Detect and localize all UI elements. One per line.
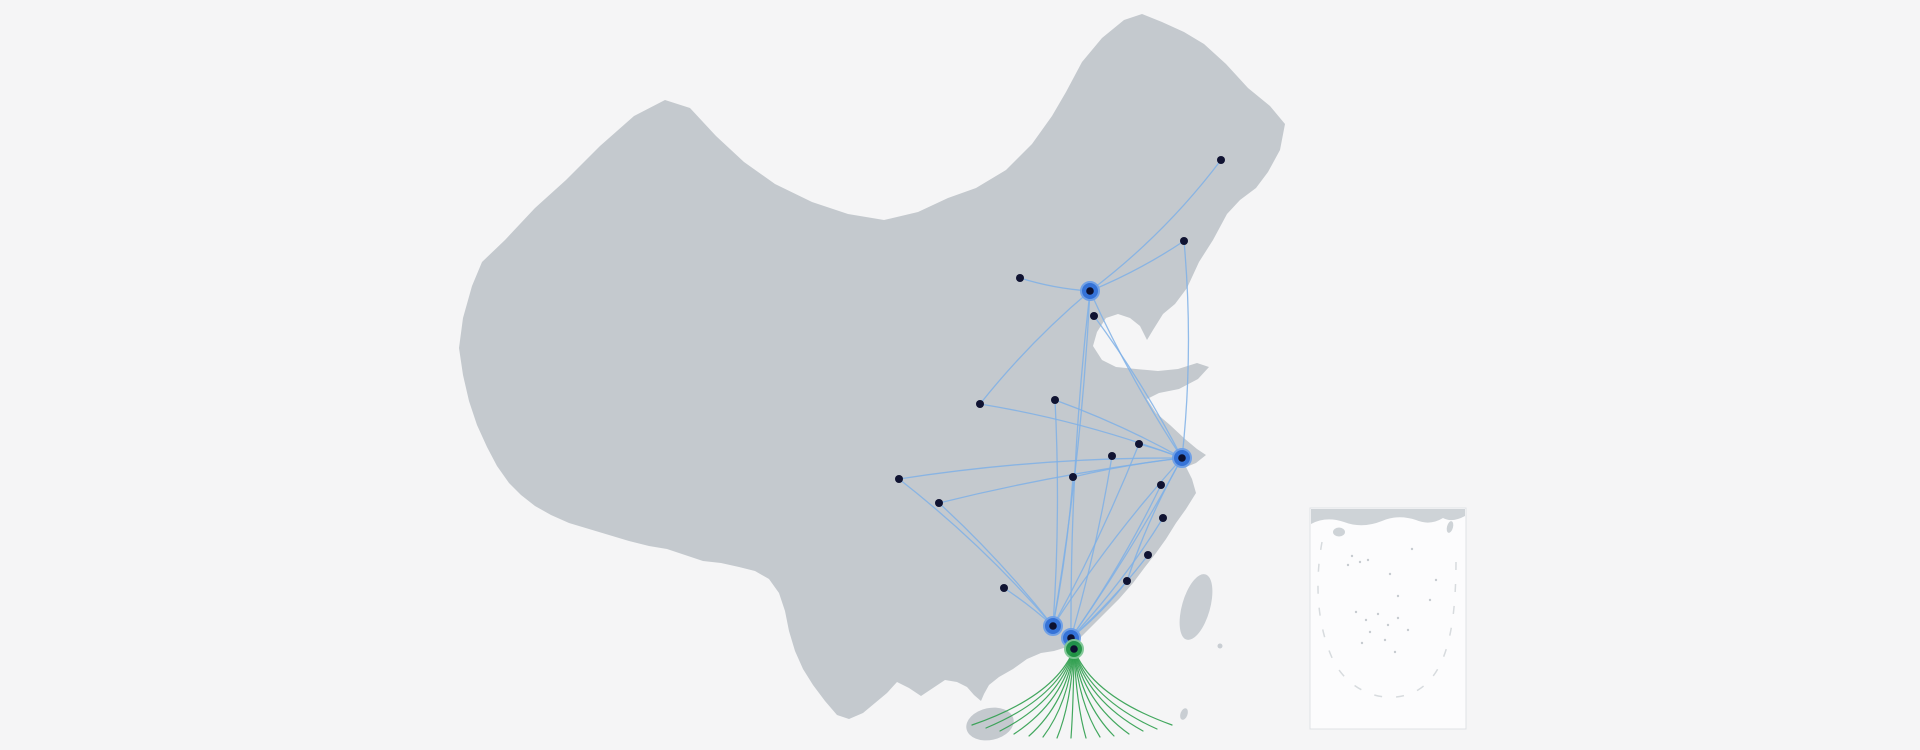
hub-core-guangzhou: [1049, 622, 1057, 630]
green-route-14: [1073, 648, 1158, 730]
inset-island-dots: [1346, 547, 1438, 654]
islet: [1180, 708, 1188, 720]
south-china-sea-inset: [1309, 507, 1467, 730]
route-guangzhou-chongqing: [938, 502, 1054, 627]
inset-island-dot: [1406, 628, 1410, 632]
inset-island-dot: [1383, 638, 1387, 642]
inset-island-dot: [1350, 554, 1354, 558]
city-dot-wuhan[interactable]: [1069, 473, 1077, 481]
green-route-12: [1073, 648, 1130, 735]
green-route-5: [1028, 648, 1075, 737]
green-route-15: [1073, 648, 1173, 726]
route-shenzhen-hefei: [1070, 455, 1113, 639]
hainan-island: [966, 707, 1014, 741]
city-dot-hangzhou[interactable]: [1157, 481, 1165, 489]
inset-island-dot: [1396, 616, 1400, 620]
inset-island-dot: [1386, 623, 1390, 627]
green-route-13: [1073, 648, 1144, 732]
city-dot-chongqing[interactable]: [935, 499, 943, 507]
route-beijing-shanghai: [1089, 290, 1183, 459]
city-dot-xiamen[interactable]: [1123, 577, 1131, 585]
route-shanghai-zhengzhou: [1054, 399, 1183, 459]
hub-core-hongkong: [1070, 645, 1078, 653]
route-shenzhen-hangzhou: [1070, 484, 1162, 639]
hub-beijing[interactable]: [1080, 281, 1100, 301]
green-fan-lines: [971, 648, 1173, 739]
route-shenzhen-wenzhou: [1070, 517, 1164, 639]
green-route-8: [1070, 648, 1075, 739]
green-route-11: [1073, 648, 1115, 737]
city-dot-harbin[interactable]: [1217, 156, 1225, 164]
green-route-10: [1073, 648, 1101, 738]
route-shanghai-shenyang: [1181, 240, 1190, 459]
city-dot-fuzhou[interactable]: [1144, 551, 1152, 559]
route-beijing-harbin: [1089, 159, 1222, 292]
city-dots-layer: [895, 156, 1225, 592]
hub-core-beijing: [1086, 287, 1094, 295]
islet: [1217, 643, 1223, 649]
inset-island-dot: [1364, 618, 1368, 622]
city-dot-hefei[interactable]: [1108, 452, 1116, 460]
inset-taiwan: [1446, 521, 1454, 533]
green-route-9: [1073, 648, 1087, 739]
route-beijing-shenyang: [1089, 240, 1185, 292]
route-guangzhou-zhengzhou: [1052, 399, 1059, 627]
green-route-1: [971, 648, 1075, 726]
inset-island-dot: [1393, 650, 1397, 654]
city-dot-tianjin[interactable]: [1090, 312, 1098, 320]
city-dot-baotou[interactable]: [1016, 274, 1024, 282]
inset-hainan: [1333, 527, 1345, 537]
city-dot-wenzhou[interactable]: [1159, 514, 1167, 522]
city-dot-zhengzhou[interactable]: [1051, 396, 1059, 404]
inset-island-dot: [1396, 594, 1400, 598]
route-guangzhou-nanjing: [1052, 443, 1140, 627]
route-guangzhou-chengdu: [898, 478, 1054, 627]
hub-core-shanghai: [1178, 454, 1186, 462]
route-beijing-xian: [979, 290, 1091, 405]
city-dot-shenyang[interactable]: [1180, 237, 1188, 245]
inset-dash-line: [1317, 541, 1457, 698]
city-dot-xian[interactable]: [976, 400, 984, 408]
inset-island-dot: [1434, 578, 1438, 582]
inset-island-dot: [1368, 630, 1372, 634]
city-dot-chengdu[interactable]: [895, 475, 903, 483]
inset-coastline: [1311, 509, 1465, 526]
inset-frame: [1309, 507, 1467, 730]
inset-island-dot: [1366, 558, 1370, 562]
route-shanghai-wuhan: [1072, 457, 1183, 478]
inset-island-dot: [1346, 563, 1350, 567]
inset-island-dot: [1428, 598, 1432, 602]
inset-island-dot: [1376, 612, 1380, 616]
inset-island-dot: [1388, 572, 1392, 576]
route-shanghai-xiamen: [1126, 457, 1183, 582]
route-guangzhou-wuhan: [1052, 476, 1074, 627]
green-route-3: [999, 648, 1075, 732]
taiwan-island: [1179, 574, 1213, 640]
china-map-silhouette: [459, 14, 1285, 719]
hub-guangzhou[interactable]: [1043, 616, 1063, 636]
inset-island-dot: [1360, 641, 1364, 645]
hub-markers-layer: [1043, 281, 1192, 659]
route-shanghai-guangzhou: [1052, 457, 1183, 627]
route-shanghai-tianjin: [1093, 315, 1183, 459]
city-dot-guilin[interactable]: [1000, 584, 1008, 592]
green-route-4: [1013, 648, 1075, 735]
blue-route-lines: [898, 159, 1222, 639]
route-shanghai-chengdu: [898, 457, 1183, 480]
green-route-6: [1042, 648, 1075, 738]
inset-island-dot: [1410, 547, 1414, 551]
green-route-2: [985, 648, 1075, 729]
hub-shanghai[interactable]: [1172, 448, 1192, 468]
inset-island-dot: [1354, 610, 1358, 614]
hub-hongkong[interactable]: [1064, 639, 1084, 659]
city-dot-nanjing[interactable]: [1135, 440, 1143, 448]
inset-island-dot: [1358, 560, 1362, 564]
